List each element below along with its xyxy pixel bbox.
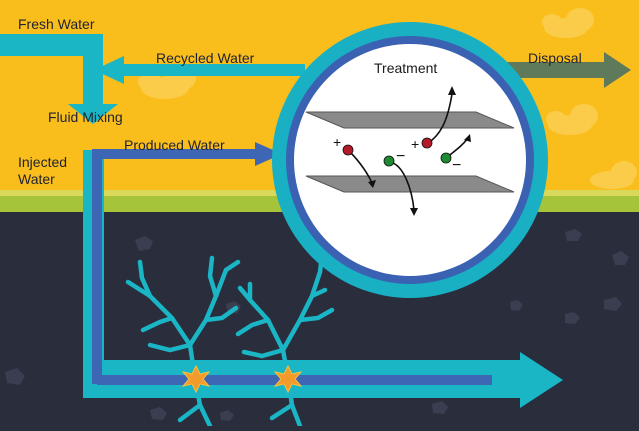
injected-water-label: Injected Water — [18, 154, 68, 187]
treatment-label: Treatment — [374, 60, 438, 76]
plate-icon — [305, 175, 515, 193]
disposal-label: Disposal — [528, 50, 582, 66]
charge-sign-positive: + — [411, 136, 419, 152]
produced-water-pipe — [92, 149, 255, 384]
plate-icon — [305, 111, 515, 129]
charge-sign-negative: − — [452, 157, 461, 174]
negative-ion — [383, 155, 395, 167]
rocks — [5, 229, 629, 421]
fresh-water-pipe — [0, 34, 118, 124]
charge-sign-negative: − — [396, 148, 405, 165]
disposal-arrow — [500, 52, 631, 88]
positive-ion — [421, 137, 433, 149]
recycled-water-arrow — [94, 56, 305, 84]
fresh-water-label: Fresh Water — [18, 16, 95, 32]
treatment-chamber — [294, 44, 526, 276]
negative-ion — [440, 152, 452, 164]
recycled-water-label: Recycled Water — [156, 50, 255, 66]
cloud-icon — [546, 104, 598, 135]
fracture-icon — [125, 252, 335, 429]
positive-ion — [342, 144, 354, 156]
spark-icon — [181, 364, 211, 394]
arrowheads — [368, 86, 471, 216]
fluid-mixing-label: Fluid Mixing — [48, 109, 123, 125]
produced-water-arrowhead — [255, 142, 282, 166]
produced-water-label: Produced Water — [124, 137, 225, 153]
charge-sign-positive: + — [333, 134, 341, 150]
cloud-icon — [542, 8, 594, 38]
spark-icon — [273, 364, 303, 394]
cloud-icon — [590, 161, 637, 189]
